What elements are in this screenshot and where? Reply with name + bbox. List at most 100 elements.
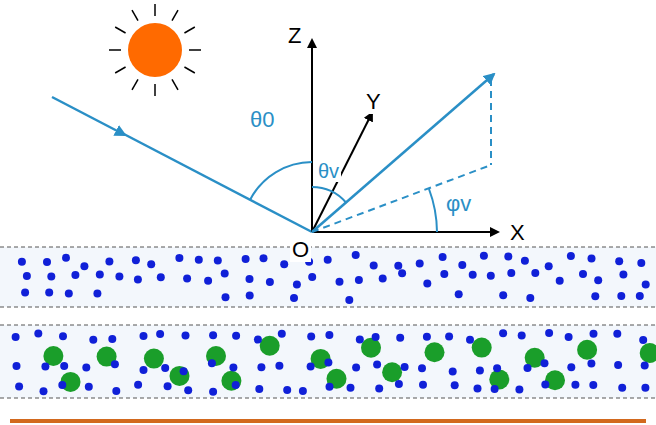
molecule-dot xyxy=(18,258,26,266)
molecule-dot xyxy=(260,254,268,262)
molecule-dot xyxy=(416,259,424,267)
sun-symbol xyxy=(109,4,201,96)
molecule-dot xyxy=(157,273,165,281)
molecule-dot xyxy=(290,294,298,302)
aerosol-particle xyxy=(472,338,492,358)
view-ray xyxy=(312,74,494,232)
molecule-dot xyxy=(307,333,315,341)
particles xyxy=(12,251,656,396)
molecule-dot xyxy=(589,381,597,389)
molecule-dot xyxy=(476,367,484,375)
molecule-dot xyxy=(229,364,237,372)
molecule-dot xyxy=(451,381,459,389)
angle-label: φv xyxy=(444,192,473,216)
molecule-dot xyxy=(518,331,526,339)
aerosol-particle xyxy=(361,338,381,358)
molecule-dot xyxy=(618,384,626,392)
molecule-dot xyxy=(82,363,90,371)
angle-label: θv xyxy=(316,160,341,182)
molecule-dot xyxy=(134,276,142,284)
molecule-dot xyxy=(62,254,70,262)
molecule-dot xyxy=(246,292,254,300)
molecule-dot xyxy=(370,262,378,270)
sun-ray xyxy=(132,79,138,89)
molecule-dot xyxy=(275,362,283,370)
molecule-dot xyxy=(222,293,230,301)
molecule-dot xyxy=(80,262,88,270)
molecule-dot xyxy=(13,362,21,370)
molecule-dot xyxy=(336,278,344,286)
sun-ray xyxy=(184,67,194,73)
molecule-dot xyxy=(394,262,402,270)
molecule-dot xyxy=(161,364,169,372)
molecule-dot xyxy=(132,256,140,264)
molecule-dot xyxy=(487,272,495,280)
molecule-dot xyxy=(449,368,457,376)
molecule-dot xyxy=(521,257,529,265)
molecule-dot xyxy=(156,330,164,338)
molecule-dot xyxy=(619,270,627,278)
molecule-dot xyxy=(209,331,217,339)
molecule-dot xyxy=(60,362,68,370)
angle-label: θ0 xyxy=(248,108,276,132)
molecule-dot xyxy=(419,381,427,389)
aerosol-particle xyxy=(170,366,190,386)
molecule-dot xyxy=(204,277,212,285)
molecule-dot xyxy=(105,258,113,266)
molecule-dot xyxy=(507,269,515,277)
molecule-dot xyxy=(266,278,274,286)
molecule-dot xyxy=(47,272,55,280)
atmosphere-layers xyxy=(0,247,656,421)
sun-ray xyxy=(154,4,156,16)
molecule-dot xyxy=(567,252,575,260)
molecule-dot xyxy=(15,383,23,391)
molecule-dot xyxy=(283,386,291,394)
aerosol-particle xyxy=(260,336,280,356)
origin-label: O xyxy=(290,238,311,262)
molecule-dot xyxy=(639,336,647,344)
molecule-dot xyxy=(352,251,360,259)
aerosol-particle xyxy=(382,362,402,382)
molecule-dot xyxy=(504,253,512,261)
molecule-dot xyxy=(45,289,53,297)
axis-label: X xyxy=(508,221,527,245)
molecule-dot xyxy=(613,330,621,338)
molecule-dot xyxy=(491,385,499,393)
molecule-dot xyxy=(140,332,148,340)
molecule-dot xyxy=(356,336,364,344)
molecule-dot xyxy=(615,257,623,265)
axis-label: Z xyxy=(286,24,303,48)
molecule-dot xyxy=(531,269,539,277)
aerosol-particle xyxy=(425,342,445,362)
molecule-dot xyxy=(423,333,431,341)
aerosol-particle xyxy=(640,343,656,363)
molecule-dot xyxy=(71,271,79,279)
x-axis xyxy=(312,231,498,233)
molecule-dot xyxy=(111,360,119,368)
molecule-dot xyxy=(545,329,553,337)
axis-label: Y xyxy=(364,90,383,114)
molecule-dot xyxy=(134,381,142,389)
molecule-dot xyxy=(326,383,334,391)
molecule-dot xyxy=(642,281,650,289)
molecule-dot xyxy=(636,292,644,300)
y-axis xyxy=(312,113,372,232)
sun-ray xyxy=(109,49,121,51)
molecule-dot xyxy=(59,332,67,340)
molecule-dot xyxy=(515,386,523,394)
aerosol-particle xyxy=(577,340,597,360)
sun-ray xyxy=(132,10,138,20)
angle-arc xyxy=(250,162,312,200)
molecule-dot xyxy=(524,364,532,372)
molecule-dot xyxy=(379,275,387,283)
molecule-dot xyxy=(455,290,463,298)
incident-ray xyxy=(120,132,312,232)
molecule-dot xyxy=(440,270,448,278)
molecule-dot xyxy=(180,367,188,375)
molecule-dot xyxy=(278,330,286,338)
molecule-dot xyxy=(115,272,123,280)
molecule-dot xyxy=(526,294,534,302)
molecule-dot xyxy=(308,273,316,281)
molecule-dot xyxy=(108,335,116,343)
